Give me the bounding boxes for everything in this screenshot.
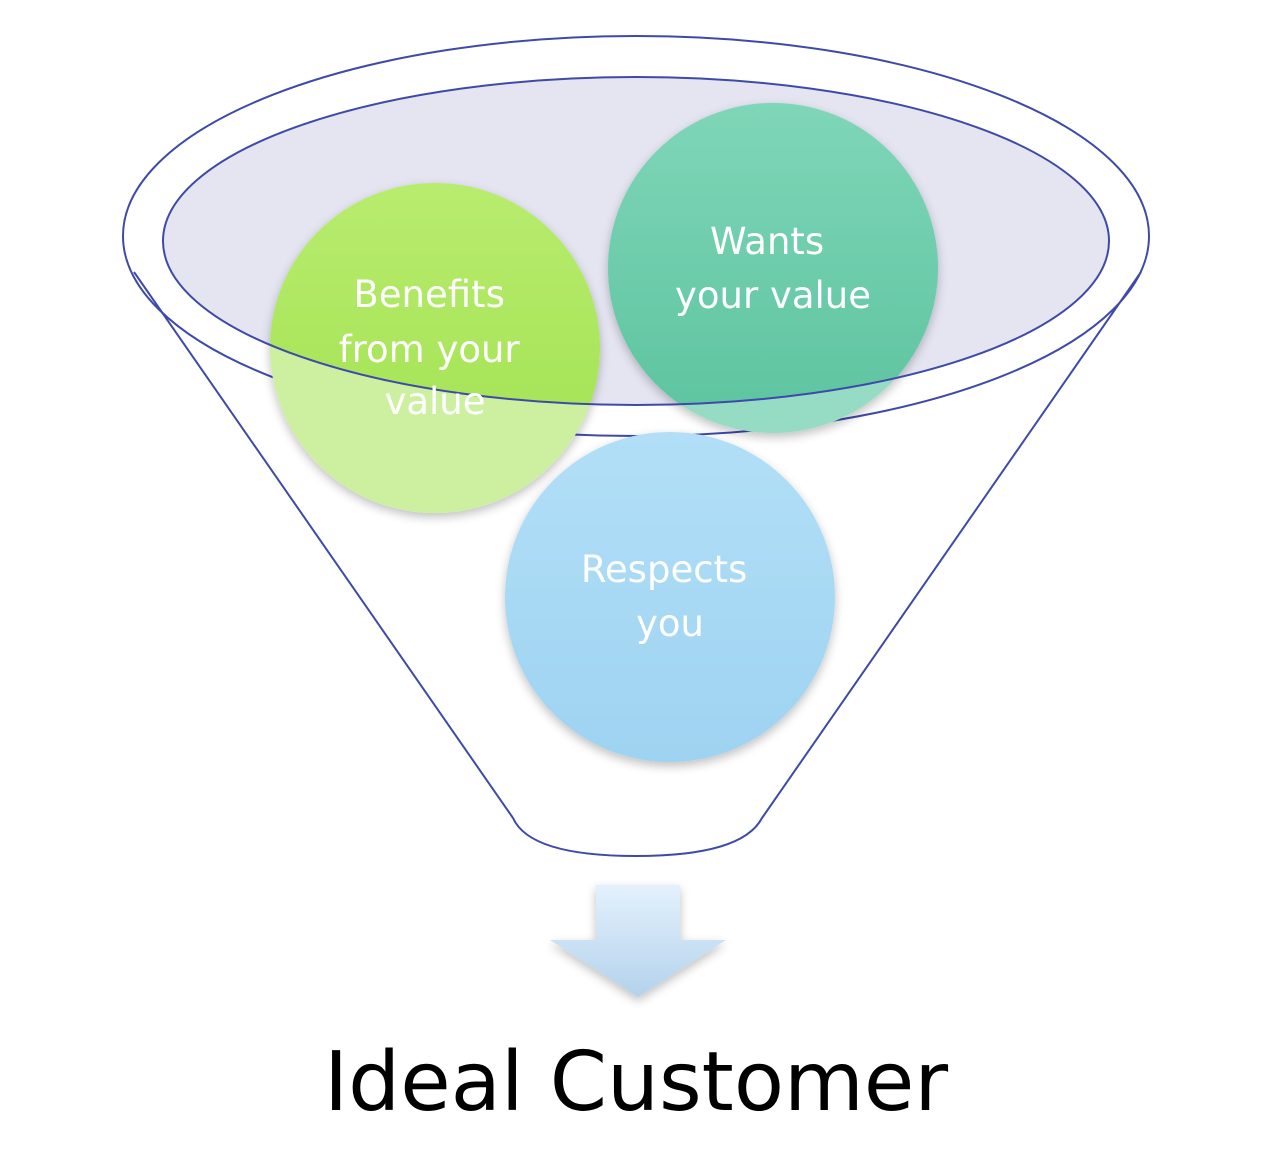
funnel-body (133, 271, 1142, 858)
ideal-customer-label: Ideal Customer (324, 1035, 948, 1130)
wants-label: Wants your value (675, 220, 871, 317)
circle-wants-upper (608, 103, 938, 405)
down-arrow-icon (550, 885, 726, 997)
respects-label: Respects you (581, 548, 759, 645)
circle-benefits-upper (270, 183, 600, 405)
funnel-inner-rim (162, 76, 1110, 406)
circle-respects (505, 432, 835, 762)
benefits-label: Benefits from your value (339, 273, 532, 423)
